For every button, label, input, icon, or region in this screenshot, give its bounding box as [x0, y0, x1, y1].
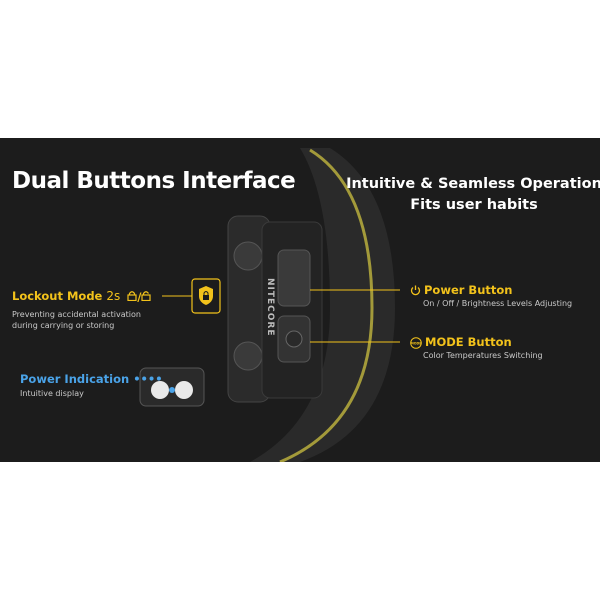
power-indication-label-row: Power Indication •••• — [20, 372, 163, 386]
shield-lock-icon-shackle — [203, 291, 209, 295]
power-indication-description: Intuitive display — [20, 389, 84, 398]
unlock-icon — [141, 290, 152, 301]
lamp-lens-left — [151, 381, 169, 399]
lockout-desc-line-1: Preventing accidental activation — [12, 310, 141, 319]
subtitle-line-1: Intuitive & Seamless Operation — [346, 176, 600, 192]
headlamp-illustration: NITECORE — [139, 148, 400, 462]
headband-stripe — [279, 148, 374, 462]
mode-button-description: Color Temperatures Switching — [423, 351, 543, 360]
lockout-mode-label: Lockout Mode — [12, 289, 103, 303]
feature-panel: NITECORE Dual Buttons Interface Intuitiv… — [0, 138, 600, 462]
power-button-description: On / Off / Brightness Levels Adjusting — [423, 299, 573, 308]
lamp-lens-right — [175, 381, 193, 399]
page-title: Dual Buttons Interface — [12, 168, 296, 194]
power-indicator-led — [169, 387, 175, 393]
power-indication-label: Power Indication — [20, 372, 130, 386]
mode-button-label: MODE Button — [425, 335, 512, 349]
lock-separator: / — [137, 289, 142, 304]
subtitle-line-2: Fits user habits — [410, 197, 538, 213]
lockout-desc-line-2: during carrying or storing — [12, 321, 115, 330]
power-button-label-row: Power Button — [410, 283, 512, 297]
subtitle: Intuitive & Seamless Operation Fits user… — [340, 174, 600, 216]
power-indication-dots: •••• — [133, 372, 163, 386]
lock-icons: / — [127, 290, 152, 304]
lockout-description: Preventing accidental activation during … — [12, 309, 141, 331]
lens-top — [233, 241, 263, 271]
lens-bottom — [233, 341, 263, 371]
mode-button-dot — [285, 330, 303, 348]
brand-logo-text: NITECORE — [265, 278, 275, 337]
mode-icon: MODE — [410, 336, 422, 349]
lockout-indicator-frame — [191, 278, 221, 314]
lock-icon — [127, 290, 137, 301]
shield-lock-icon-body — [203, 295, 209, 300]
power-button-graphic — [277, 249, 311, 307]
svg-text:MODE: MODE — [410, 341, 422, 345]
power-icon — [410, 285, 421, 296]
power-button-label: Power Button — [424, 283, 513, 297]
lockout-hold-time: 2s — [106, 289, 121, 303]
mode-button-label-row: MODE MODE Button — [410, 335, 512, 349]
